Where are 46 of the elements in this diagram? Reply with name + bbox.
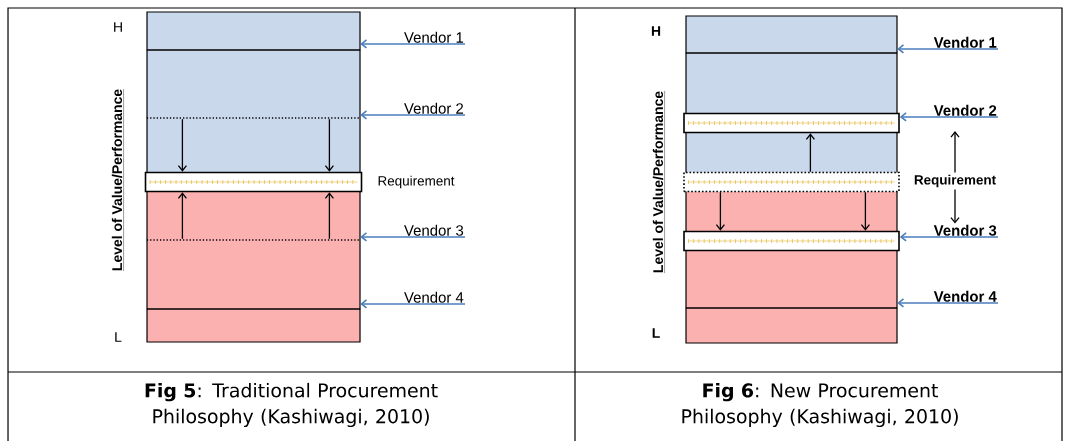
level-line [685, 307, 898, 309]
arrow [360, 39, 466, 49]
axis-title: Level of Value/Performance [111, 88, 124, 272]
arrow [360, 232, 466, 242]
level-line [146, 239, 361, 241]
level-band [683, 112, 900, 134]
arrow [360, 110, 466, 120]
arrow [805, 133, 816, 173]
arrow [324, 192, 335, 240]
performance-column [146, 11, 361, 343]
arrow [899, 112, 999, 122]
axis-title: Level of Value/Performance [652, 90, 665, 274]
arrow [897, 298, 999, 308]
scale-letter: L [115, 332, 122, 342]
arrow [324, 118, 335, 172]
level-band [144, 171, 363, 193]
vendor-label: Vendor 4 [933, 290, 997, 302]
arrow [715, 191, 726, 231]
side-label: Requirement [378, 175, 455, 189]
vendor-label: Vendor 1 [404, 31, 464, 43]
arrow [950, 188, 960, 224]
vendor-label: Vendor 1 [933, 36, 997, 48]
vendor-label: Vendor 3 [933, 224, 997, 236]
vendor-label: Vendor 2 [404, 102, 464, 114]
vendor-label: Vendor 2 [933, 104, 997, 116]
vendor-label: Vendor 4 [404, 291, 464, 303]
level-line [146, 117, 361, 119]
arrow [360, 299, 466, 309]
level-line [146, 49, 361, 51]
scale-letter: H [651, 26, 661, 36]
scale-letter: H [114, 22, 122, 32]
level-band [683, 171, 900, 193]
level-band [683, 230, 900, 252]
arrow [950, 131, 960, 174]
arrow [899, 232, 999, 242]
vendor-label: Vendor 3 [404, 224, 464, 236]
requirement-label: Requirement [911, 172, 999, 190]
scale-letter: L [652, 328, 660, 338]
level-line [146, 308, 361, 310]
arrow [177, 118, 188, 172]
figure-caption: Fig 6: New Procurement Philosophy (Kashiwagi, 2010) [682, 382, 958, 428]
figure-caption: Fig 5: Traditional Procurement Philosophy (Kashiwagi, 2010) [145, 382, 438, 428]
arrow [860, 191, 871, 231]
arrow [897, 44, 999, 54]
level-line [685, 52, 898, 54]
arrow [177, 192, 188, 240]
